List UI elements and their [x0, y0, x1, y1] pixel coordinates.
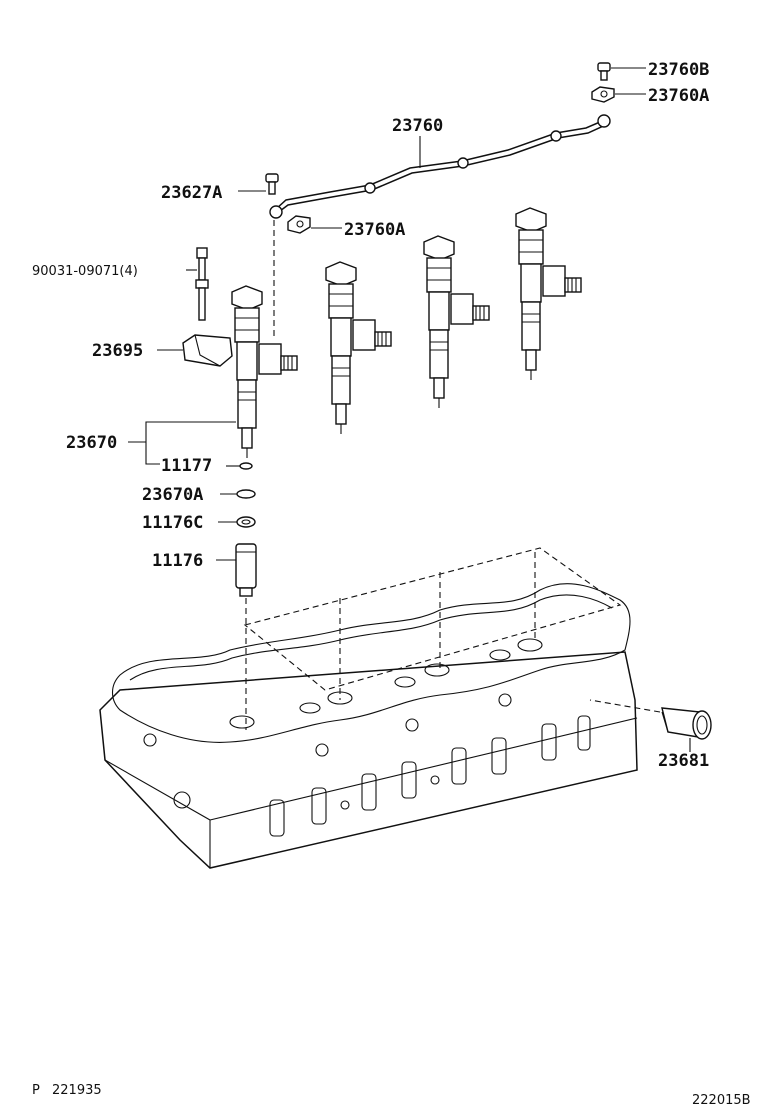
injector-2: [325, 261, 392, 435]
label-23681: 23681: [658, 751, 709, 771]
clamp-23760a-mid-part: [287, 215, 342, 234]
label-23760b: 23760B: [648, 60, 709, 80]
label-23760a-top: 23760A: [648, 86, 709, 106]
injector-clamp-23695-part: [157, 334, 233, 367]
footer-prefix: P: [32, 1083, 40, 1098]
nozzle-seat-11176-part: [216, 543, 257, 730]
label-23627a: 23627A: [161, 183, 222, 203]
label-11176: 11176: [152, 551, 203, 571]
label-23670: 23670: [66, 433, 117, 453]
injector-23670-front: [231, 285, 298, 459]
clamp-23760a-top-part: [591, 86, 646, 103]
leader-23670: [128, 421, 236, 465]
label-11177: 11177: [161, 456, 212, 476]
bolt-23760b-part: [597, 62, 646, 81]
bolt-23627a-part: [238, 173, 279, 340]
label-23760a-mid: 23760A: [344, 220, 405, 240]
cylinder-head: [99, 547, 638, 869]
sleeve-23681-part: [589, 699, 712, 752]
footer-left-code: 221935: [52, 1083, 102, 1098]
injector-3: [423, 235, 490, 409]
washer-11176c-part: [218, 516, 256, 528]
label-11176c: 11176C: [142, 513, 203, 533]
o-ring-11177-part: [226, 462, 253, 470]
footer-right-code: 222015B: [692, 1093, 751, 1108]
o-ring-23670a-part: [220, 489, 256, 499]
label-23695: 23695: [92, 341, 143, 361]
label-23760: 23760: [392, 116, 443, 136]
injector-4: [515, 207, 582, 381]
leak-pipe-23760-part: [269, 114, 611, 219]
label-23670a: 23670A: [142, 485, 203, 505]
stud-bolt-90031-part: [186, 247, 209, 321]
label-90031-09071: 90031-09071(4): [32, 264, 138, 279]
